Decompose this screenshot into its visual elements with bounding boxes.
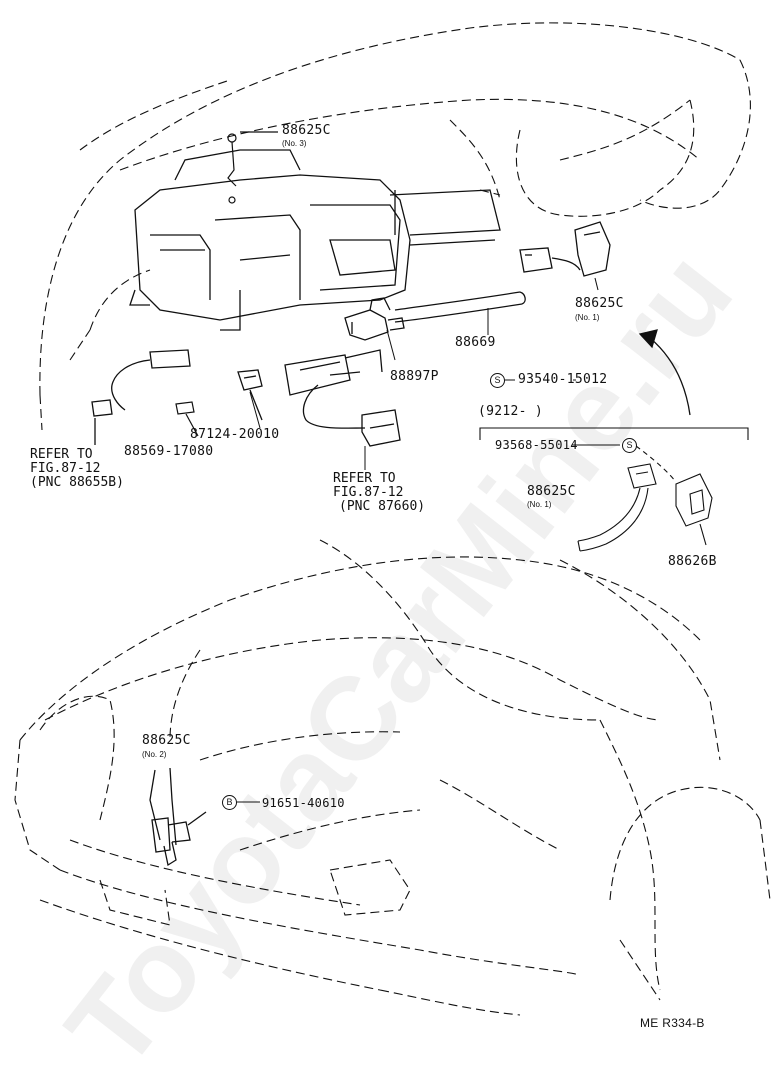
sensor-no3-lead [227, 131, 278, 204]
label-88625c-no2-sub: (No. 2) [142, 750, 167, 759]
s-mark-icon: S [490, 373, 505, 388]
refer-note-line: FIG.87-12 [30, 461, 101, 476]
drawing-code: ME R334-B [640, 1016, 705, 1030]
label-date-range: (9212- ) [478, 404, 544, 419]
leader-lines [249, 277, 599, 470]
label-88626b: 88626B [668, 554, 717, 569]
label-88897p: 88897P [390, 369, 439, 384]
label-88669: 88669 [455, 335, 496, 350]
label-88625c-no3: 88625C [282, 123, 331, 138]
label-93568-55014: 93568-55014 [495, 438, 578, 452]
label-88625c-inset-sub: (No. 1) [527, 500, 552, 509]
label-88569-17080: 88569-17080 [124, 444, 214, 459]
refer-note-line: REFER TO [333, 471, 396, 486]
label-87124-20010: 87124-20010 [190, 427, 280, 442]
refer-note-line: FIG.87-12 [333, 485, 404, 500]
refer-note-line: (PNC 88655B) [30, 475, 124, 490]
clip-87124 [237, 369, 263, 421]
label-93540-15012: 93540-15012 [518, 372, 608, 387]
sensor-no1-upper [519, 221, 611, 277]
label-88625c-no1: 88625C [575, 296, 624, 311]
refer-note-88655b: REFER TO FIG.87-12 (PNC 88655B) [30, 448, 124, 490]
label-88625c-no3-sub: (No. 3) [282, 139, 307, 148]
left-connector-harness [91, 349, 191, 445]
aspirator-hose [394, 291, 526, 323]
lower-body-outline [14, 539, 771, 1016]
label-91651-40610: 91651-40610 [262, 796, 345, 810]
label-88625c-inset: 88625C [527, 484, 576, 499]
b-mark-icon: B [222, 795, 237, 810]
inset-bracket [479, 427, 749, 552]
label-88625c-no2: 88625C [142, 733, 191, 748]
s-mark-icon: S [622, 438, 637, 453]
upper-body-outline [39, 22, 751, 431]
pressure-switch-part [344, 297, 405, 341]
pointer-arrow [638, 329, 691, 416]
sensor-no2-lower [149, 767, 207, 867]
label-88625c-no1-sub: (No. 1) [575, 313, 600, 322]
heater-unit-assembly [129, 149, 501, 331]
refer-note-87660: REFER TO FIG.87-12 (PNC 87660) [333, 472, 425, 514]
part-88569 [175, 401, 199, 437]
refer-note-line: (PNC 87660) [339, 499, 426, 514]
refer-note-line: REFER TO [30, 447, 93, 462]
amplifier-bracket [284, 349, 401, 447]
